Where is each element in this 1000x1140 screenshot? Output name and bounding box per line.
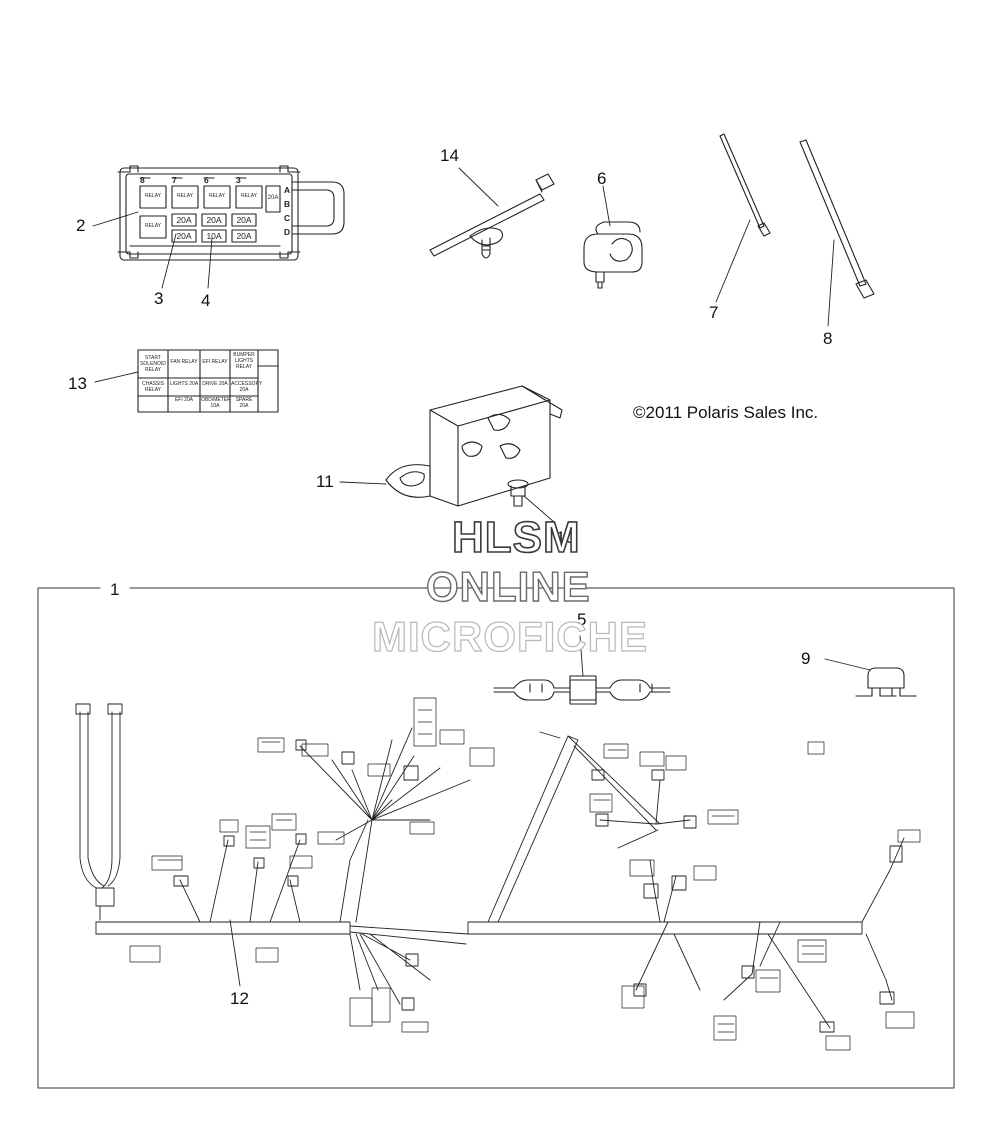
callout-11: 11 [316,472,334,491]
fuse-box-number: 7 [172,175,177,185]
copyright-notice: ©2011 Polaris Sales Inc. [633,403,819,422]
label-card-cell: FAN RELAY [170,359,198,365]
fuse-box-relay: RELAY [240,193,258,199]
fuse-box-letter: A [284,185,291,195]
cable-tie-short [719,133,771,237]
label-card-cell: EFI RELAY [202,359,228,365]
callout-5: 5 [577,610,587,629]
watermark-line-3: MICROFICHE [371,613,648,660]
fuse-box-letter: D [284,227,291,237]
callout-7: 7 [709,303,719,322]
label-card-cell: CHASSIS RELAY [142,381,164,393]
label-card-cell: BUMPER LIGHTS RELAY [233,352,255,370]
watermark-line-1: HLSM [451,513,581,562]
callout-4: 4 [201,291,211,310]
connector-clip [583,221,643,289]
label-card-cell: EFI 20A [174,397,194,403]
fuse-box-fuse: 20A [236,215,252,225]
fuse-box-number: 6 [204,175,209,185]
callout-13: 13 [68,374,87,393]
fuse-box-fuse: 20A [176,231,192,241]
fuse-label-card [137,349,279,413]
callout-8: 8 [823,329,833,348]
fuse-box-side-fuse: 20A [267,195,279,201]
label-card-cell: DRIVE 20A [202,381,228,387]
fuse-box-fuse: 20A [206,215,222,225]
cable-tie-push-mount [429,173,555,259]
fuse-box-relay: RELAY [144,223,162,229]
right-wiring-harness [467,731,905,1033]
terminal-block [855,667,917,697]
fuse-box-letter: C [284,213,291,223]
fuse-box-relay: RELAY [176,193,194,199]
label-card-cell: ACCESSORY 20A [231,381,263,393]
fuse-box-fuse: 20A [236,231,252,241]
push-rivet [507,479,529,507]
callout-3: 3 [154,289,164,308]
callout-14: 14 [440,146,459,165]
callout-10: 10 [556,528,575,547]
label-card-cell: LIGHTS 20A [169,381,199,387]
callout-9: 9 [801,649,811,668]
fuse-box-relay: RELAY [208,193,226,199]
callout-1: 1 [110,580,120,599]
left-wiring-harness [75,703,471,1011]
cable-tie-long [799,139,875,299]
left-harness-tables [129,697,495,1033]
callout-12: 12 [230,989,249,1008]
label-card-cell: SPARE 20A [235,397,253,409]
label-card-cell: START SOLENOID RELAY [140,355,166,373]
inline-fuse-holder [493,675,671,705]
callout-2: 2 [76,216,86,235]
callout-6: 6 [597,169,607,188]
watermark-line-2: ONLINE [425,563,591,610]
fuse-box-letter: B [284,199,291,209]
label-card-cell: OBD/METER 10A [201,397,231,409]
fuse-relay-box [117,165,345,261]
harness-frame [37,587,955,1089]
fuse-box-number: 3 [236,175,241,185]
fuse-box-number: 8 [140,175,145,185]
leader-lines [92,167,871,987]
right-harness-tables [589,741,921,1051]
mounting-bracket [385,385,563,507]
fuse-box-relay: RELAY [144,193,162,199]
fuse-box-fuse: 10A [206,231,222,241]
fuse-box-fuse: 20A [176,215,192,225]
